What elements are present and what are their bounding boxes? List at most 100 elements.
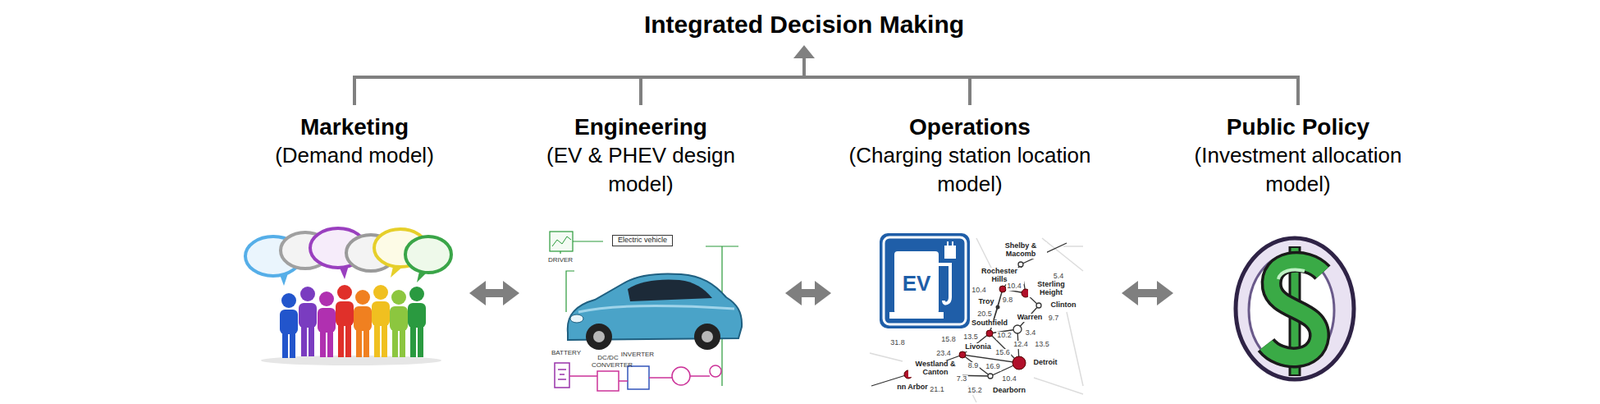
distance-value: 10.2: [996, 331, 1013, 340]
diagram-title: Integrated Decision Making: [393, 9, 1215, 40]
city-name: Troy: [977, 297, 995, 307]
station-node: [986, 329, 993, 337]
person-leg: [289, 331, 296, 358]
distance-value: 23.4: [935, 349, 952, 358]
model-group: Operations(Charging station location mod…: [832, 113, 1120, 401]
city-name: nn Arbor: [896, 383, 929, 392]
city-name: Livonia: [964, 342, 992, 352]
person-body: [335, 301, 354, 326]
double-arrow: [801, 288, 815, 298]
person-leg: [363, 328, 370, 357]
person-head: [337, 284, 352, 300]
speech-bubble: [405, 236, 452, 273]
distance-value: 5.4: [1052, 272, 1066, 281]
car-headlight: [570, 314, 584, 323]
schematic-label: DRIVER: [547, 256, 574, 265]
distance-value: 12.4: [1012, 340, 1029, 349]
department-heading: Public Policy: [1179, 113, 1418, 142]
double-arrow: [485, 288, 503, 298]
person-leg: [320, 329, 326, 357]
department-heading: Engineering: [534, 113, 748, 142]
distance-value: 21.1: [928, 385, 946, 394]
distance-value: 16.9: [984, 362, 1002, 371]
dollar-s: [1266, 261, 1323, 358]
battery-symbol: [554, 362, 570, 388]
model-group: Public Policy(Investment allocation mode…: [1174, 113, 1422, 401]
converter-symbol: [597, 370, 619, 391]
driver-chart-trace: [552, 236, 572, 247]
distance-value: 3.4: [1024, 329, 1038, 338]
double-arrow: [1138, 288, 1157, 298]
distance-value: 10.4: [1001, 374, 1018, 384]
person-body: [389, 306, 408, 331]
driver-chart-box: [549, 231, 573, 252]
city-name: Sterling Height: [1028, 280, 1075, 298]
power-wire: [569, 375, 710, 381]
distance-value: 9.8: [1001, 296, 1015, 305]
coin-rim: [1235, 237, 1354, 380]
bracket-arrowhead: [793, 45, 815, 59]
distance-value: 9.7: [1047, 314, 1061, 323]
car-wheel: [694, 323, 721, 350]
person-head: [355, 289, 371, 305]
model-subtitle: (Investment allocation model): [1179, 141, 1418, 199]
department-heading: Operations: [834, 113, 1106, 142]
coin-face: [1248, 254, 1335, 366]
station-node: [959, 351, 966, 358]
bracket-line: [354, 55, 1299, 106]
distance-value: 15.2: [966, 386, 983, 395]
text-stack: Marketing(Demand model): [243, 113, 466, 170]
person-head: [300, 286, 316, 302]
person-leg: [327, 329, 334, 357]
person-leg: [345, 323, 352, 357]
distance-value: 20.5: [976, 310, 993, 319]
car-hub: [701, 330, 714, 343]
person-body: [317, 307, 336, 333]
department-heading: Marketing: [243, 113, 466, 142]
schematic-label: INVERTER: [620, 351, 655, 359]
motor-symbol: [672, 366, 691, 385]
distance-value: 31.8: [889, 338, 906, 348]
person-head: [319, 291, 334, 307]
inverter-symbol: [627, 365, 650, 389]
dollar-shine: [1278, 269, 1305, 279]
model-subtitle: (EV & PHEV design model): [534, 141, 748, 199]
city-name: Detroit: [1033, 358, 1059, 367]
person-leg: [374, 323, 380, 357]
ev-plug: [945, 241, 956, 258]
text-stack: Engineering(EV & PHEV design model): [534, 113, 748, 199]
dollar-s-outline: [1266, 261, 1323, 358]
ev-pump: [894, 251, 939, 314]
schematic-component: [709, 365, 722, 377]
station-node: [1012, 356, 1026, 370]
model-subtitle: (Demand model): [243, 141, 466, 170]
person-leg: [282, 331, 288, 358]
person-leg: [399, 328, 406, 357]
person-leg: [392, 328, 398, 357]
person-head: [391, 289, 407, 305]
distance-value: 13.5: [962, 333, 979, 342]
distance-value: 15.8: [940, 335, 957, 344]
distance-value: 10.4: [1005, 282, 1023, 291]
open-node: [987, 373, 993, 379]
battery-cells: [557, 369, 567, 380]
open-node: [1013, 324, 1022, 334]
city-name: Southfield: [970, 319, 1009, 328]
distance-value: 15.6: [994, 348, 1011, 357]
person-leg: [417, 324, 424, 357]
distance-value: 13.5: [1033, 340, 1051, 349]
city-name: Rochester Hills: [974, 267, 1024, 284]
car-wheel: [585, 323, 613, 350]
model-subtitle: (Charging station location model): [834, 141, 1106, 199]
car-highlight: [578, 306, 735, 312]
schematic-label: BATTERY: [550, 349, 582, 357]
city-name: Dearborn: [992, 386, 1027, 395]
sign-text: EV: [901, 271, 933, 296]
open-node: [1018, 261, 1024, 267]
text-stack: Public Policy(Investment allocation mode…: [1179, 113, 1418, 199]
city-name: Clinton: [1050, 301, 1078, 310]
person-leg: [301, 324, 307, 357]
schematic-title: Electric vehicle: [612, 234, 673, 247]
person-leg: [356, 328, 362, 357]
